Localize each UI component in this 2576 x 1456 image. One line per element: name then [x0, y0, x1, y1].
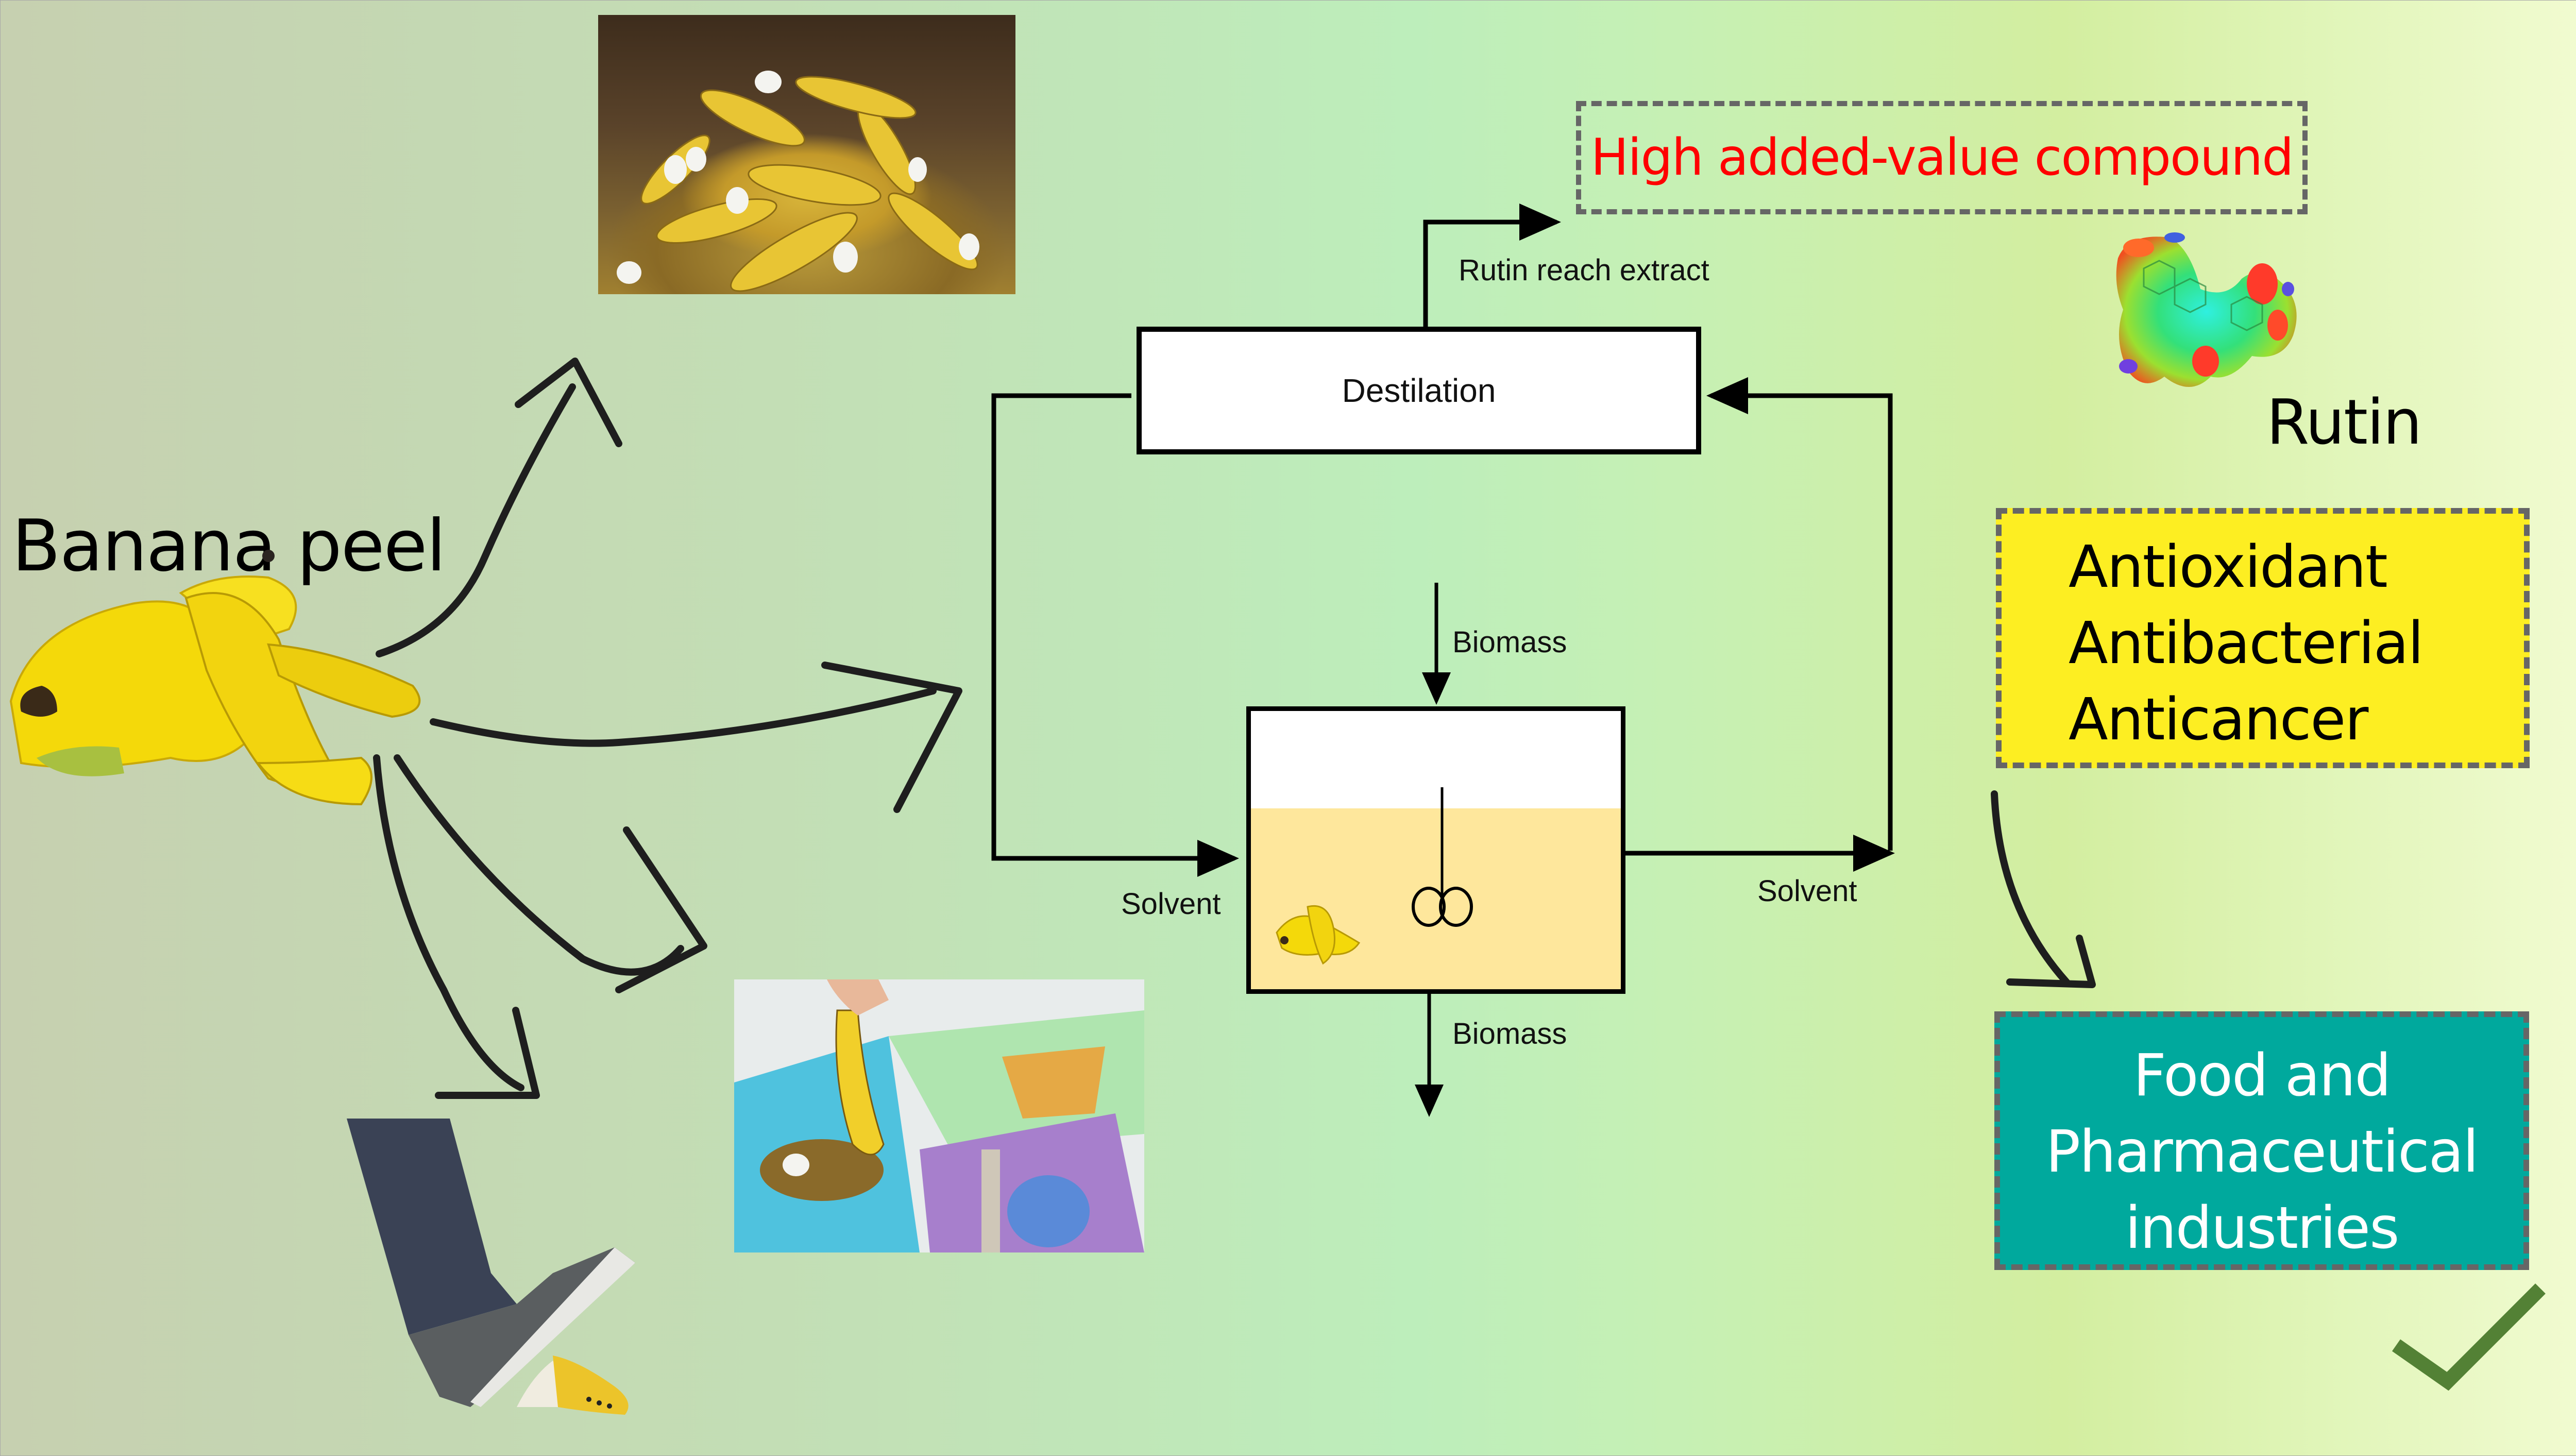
- foot-stepping-on-peel-photo: [347, 1119, 738, 1423]
- rutin-extract-label: Rutin reach extract: [1459, 253, 1709, 287]
- property-anticancer: Anticancer: [2069, 686, 2368, 753]
- banana-peel-in-reactor-icon: [1276, 905, 1361, 965]
- sketch-arrow-to-application: [1991, 790, 2070, 986]
- sketch-arrow-to-process: [430, 687, 937, 747]
- property-antioxidant: Antioxidant: [2069, 534, 2388, 601]
- rutin-molecule-icon: [2116, 232, 2297, 387]
- trash-bins-photo: [734, 979, 1144, 1252]
- impeller-icon: [1412, 787, 1473, 927]
- solvent-return-line: [1706, 377, 1893, 851]
- sketch-arrow-to-bins-head: [615, 826, 707, 993]
- sketch-arrow-to-application-head: [2006, 935, 2096, 988]
- solvent-out-label: Solvent: [1757, 874, 1857, 908]
- sketch-arrow-to-process-head: [821, 662, 962, 813]
- stirred-tank-reactor: [1246, 706, 1625, 994]
- recycle-solvent-line: [991, 393, 1239, 877]
- distillation-label: Destilation: [1342, 372, 1496, 409]
- biomass-in-label: Biomass: [1452, 625, 1567, 659]
- solvent-in-label: Solvent: [1121, 887, 1221, 921]
- rutin-label: Rutin: [2266, 387, 2422, 459]
- application-box: Food and Pharmaceutical industries: [1994, 1011, 2529, 1270]
- sketch-arrow-to-bins: [394, 754, 684, 976]
- banana-peel-pile: [9, 550, 421, 806]
- biomass-out-label: Biomass: [1452, 1017, 1567, 1051]
- distillation-unit: Destilation: [1137, 327, 1701, 454]
- extract-flow-line: [1423, 204, 1561, 327]
- high-value-compound-label: High added-value compound: [1590, 128, 2294, 187]
- sketch-arrow-to-floor: [373, 754, 524, 1091]
- sketch-arrow-to-heap-head: [515, 358, 622, 447]
- banana-peel-heap-photo: [598, 15, 1015, 294]
- sketch-arrow-to-floor-head: [435, 1007, 540, 1099]
- banana-peel-label: Banana peel: [12, 504, 446, 587]
- checkmark-icon: [2392, 1283, 2546, 1391]
- property-antibacterial: Antibacterial: [2069, 610, 2424, 677]
- application-line-2: Pharmaceutical: [2045, 1119, 2479, 1186]
- application-line-1: Food and: [2133, 1042, 2392, 1109]
- sketch-arrow-to-heap: [376, 383, 576, 657]
- application-line-3: industries: [2125, 1195, 2400, 1262]
- properties-box: Antioxidant Antibacterial Anticancer: [1996, 508, 2530, 768]
- high-value-compound-box: High added-value compound: [1576, 101, 2308, 214]
- reactor-liquid: [1251, 808, 1621, 989]
